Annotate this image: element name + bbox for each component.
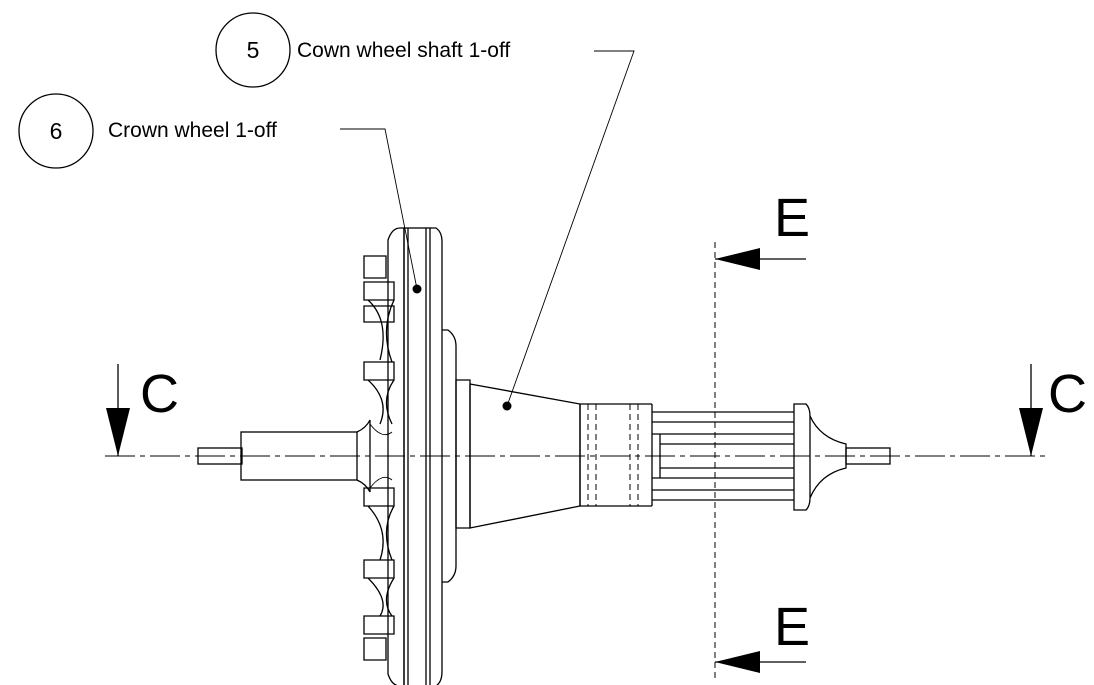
- splined-section: [652, 411, 794, 501]
- callout-5: 5 Cown wheel shaft 1-off: [215, 12, 635, 411]
- left-shaft-stub: [197, 419, 371, 493]
- crown-wheel-teeth: [363, 255, 395, 661]
- callout-6-number: 6: [50, 118, 63, 144]
- callout-6: 6 Crown wheel 1-off: [18, 93, 422, 294]
- section-e-top-marker: E: [715, 188, 810, 270]
- section-e-bottom-marker: E: [715, 597, 810, 673]
- callout-6-label: Crown wheel 1-off: [108, 119, 277, 142]
- section-e-bottom-label: E: [774, 597, 810, 657]
- right-bearing-boss: [793, 403, 891, 511]
- crown-wheel-shaft-taper: [455, 379, 653, 529]
- section-c-right-label: C: [1048, 364, 1087, 424]
- crown-wheel-disc: [387, 227, 443, 685]
- section-c-left-label: C: [140, 364, 179, 424]
- section-c-left-marker: C: [106, 364, 179, 456]
- callout-5-leader-dot: [502, 401, 512, 411]
- callout-5-label: Cown wheel shaft 1-off: [297, 39, 510, 62]
- callout-5-number: 5: [247, 37, 260, 63]
- callout-6-leader-dot: [412, 284, 422, 294]
- section-c-right-marker: C: [1019, 364, 1087, 456]
- section-e-top-label: E: [774, 188, 810, 248]
